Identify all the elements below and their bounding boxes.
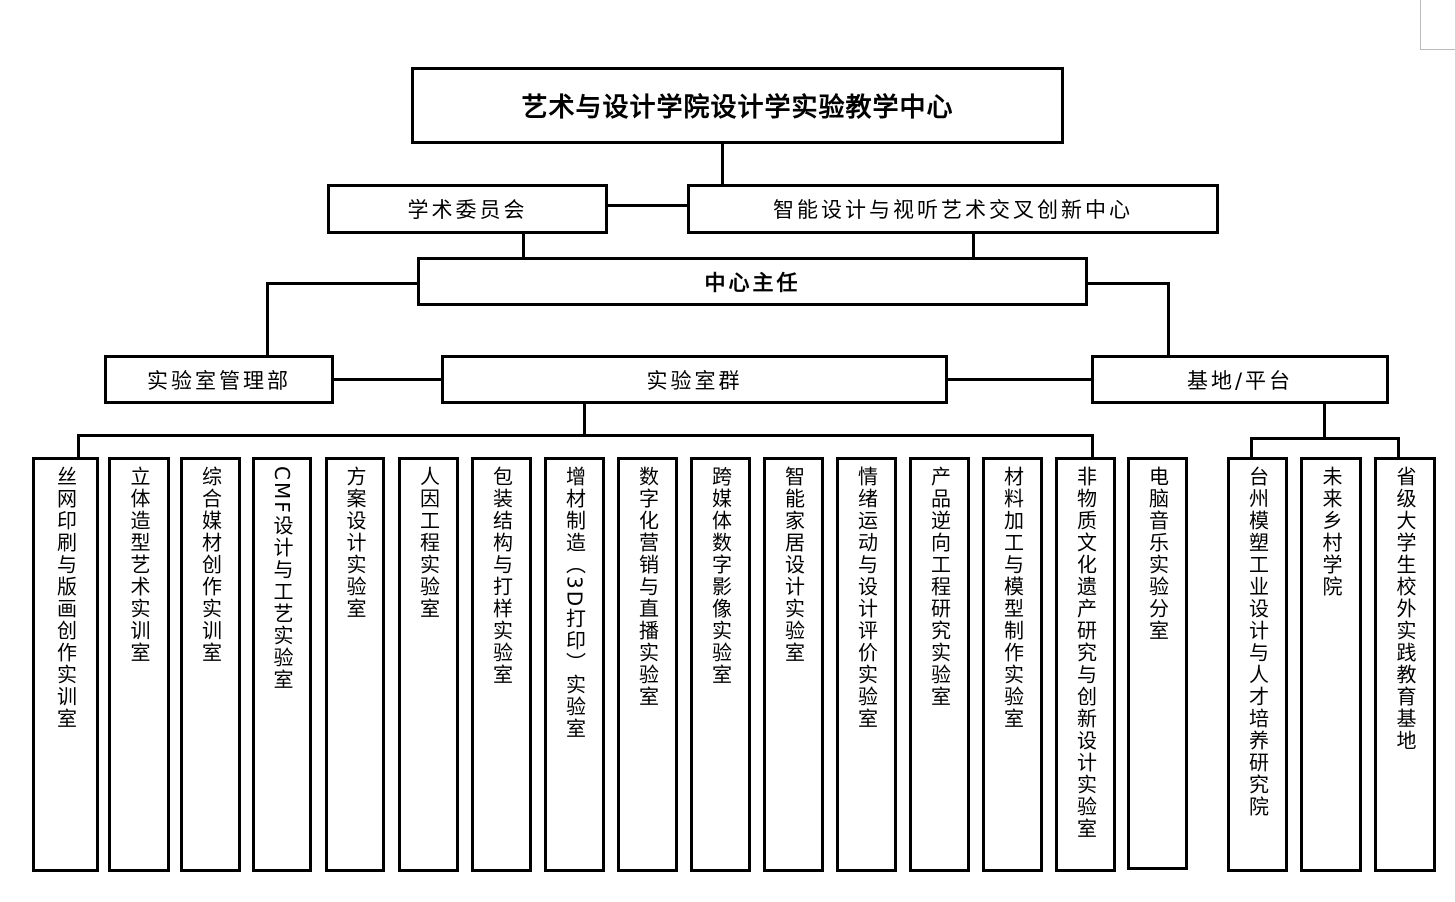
director-box: 中心主任 [417,257,1088,306]
lab-label: 方案设计实验室 [343,466,367,620]
lab-label: CMF设计与工艺实验室 [270,466,294,691]
academic-committee-box: 学术委员会 [327,184,608,234]
lab-box: 综合媒材创作实训室 [180,457,241,872]
connector [266,282,418,285]
connector [77,434,80,458]
platform-box: 基地/平台 [1091,355,1389,404]
connector [333,378,442,381]
lab-box: 包装结构与打样实验室 [471,457,532,872]
innovation-center-box: 智能设计与视听艺术交叉创新中心 [687,184,1219,234]
platform-item-label: 省级大学生校外实践教育基地 [1393,466,1417,752]
connector [947,378,1092,381]
platform-item-box: 台州模塑工业设计与人才培养研究院 [1227,457,1288,872]
lab-label: 智能家居设计实验室 [781,466,806,664]
lab-box: 立体造型艺术实训室 [108,457,170,872]
connector [1250,437,1400,440]
connector [1091,434,1094,458]
lab-label: 综合媒材创作实训室 [198,466,223,664]
connector [266,282,269,356]
platform-label: 基地/平台 [1186,368,1294,393]
lab-box: 情绪运动与设计评价实验室 [836,457,897,872]
lab-box: 电脑音乐实验分室 [1127,457,1188,870]
connector [522,233,525,258]
connector [1397,437,1400,458]
connector [583,403,586,436]
lab-label: 包装结构与打样实验室 [489,466,514,686]
platform-item-box: 省级大学生校外实践教育基地 [1374,457,1436,872]
lab-box: 智能家居设计实验室 [763,457,824,872]
lab-box: 丝网印刷与版画创作实训室 [32,457,99,872]
lab-label: 跨媒体数字影像实验室 [708,466,733,686]
connector [721,143,724,185]
director-label: 中心主任 [704,270,801,295]
lab-label: 增材制造（3D打印）实验室 [562,466,587,741]
management-box: 实验室管理部 [104,355,334,404]
innovation-center-label: 智能设计与视听艺术交叉创新中心 [773,198,1133,222]
connector [1086,282,1170,285]
lab-box: 非物质文化遗产研究与创新设计实验室 [1055,457,1116,872]
connector [1323,403,1326,439]
center-title: 艺术与设计学院设计学实验教学中心 [521,93,954,123]
lab-label: 丝网印刷与版画创作实训室 [53,466,78,730]
connector [1167,282,1170,356]
lab-label: 非物质文化遗产研究与创新设计实验室 [1073,466,1098,840]
lab-label: 电脑音乐实验分室 [1145,466,1170,642]
lab-label: 材料加工与模型制作实验室 [1000,466,1025,730]
lab-label: 人因工程实验室 [416,466,441,620]
labs-group-box: 实验室群 [441,355,948,404]
lab-label: 情绪运动与设计评价实验室 [854,466,879,730]
management-label: 实验室管理部 [147,368,291,393]
lab-box: 材料加工与模型制作实验室 [982,457,1043,872]
platform-item-box: 未来乡村学院 [1300,457,1362,872]
connector [77,434,1094,437]
connector [972,233,975,258]
lab-box: 增材制造（3D打印）实验室 [544,457,605,872]
labs-group-label: 实验室群 [646,368,743,393]
platform-item-label: 未来乡村学院 [1319,466,1343,598]
lab-box: 方案设计实验室 [325,457,385,872]
academic-committee-label: 学术委员会 [407,198,528,222]
page-corner-mark [1420,0,1455,50]
platform-item-label: 台州模塑工业设计与人才培养研究院 [1245,466,1270,818]
lab-box: 数字化营销与直播实验室 [617,457,678,872]
center-title-box: 艺术与设计学院设计学实验教学中心 [411,67,1064,144]
connector [607,204,687,207]
connector [1250,437,1253,458]
lab-box: 人因工程实验室 [398,457,459,872]
lab-box: 跨媒体数字影像实验室 [690,457,751,872]
lab-label: 数字化营销与直播实验室 [635,466,660,708]
lab-label: 产品逆向工程研究实验室 [927,466,952,708]
lab-label: 立体造型艺术实训室 [127,466,151,664]
lab-box: 产品逆向工程研究实验室 [909,457,970,872]
lab-box: CMF设计与工艺实验室 [252,457,312,872]
